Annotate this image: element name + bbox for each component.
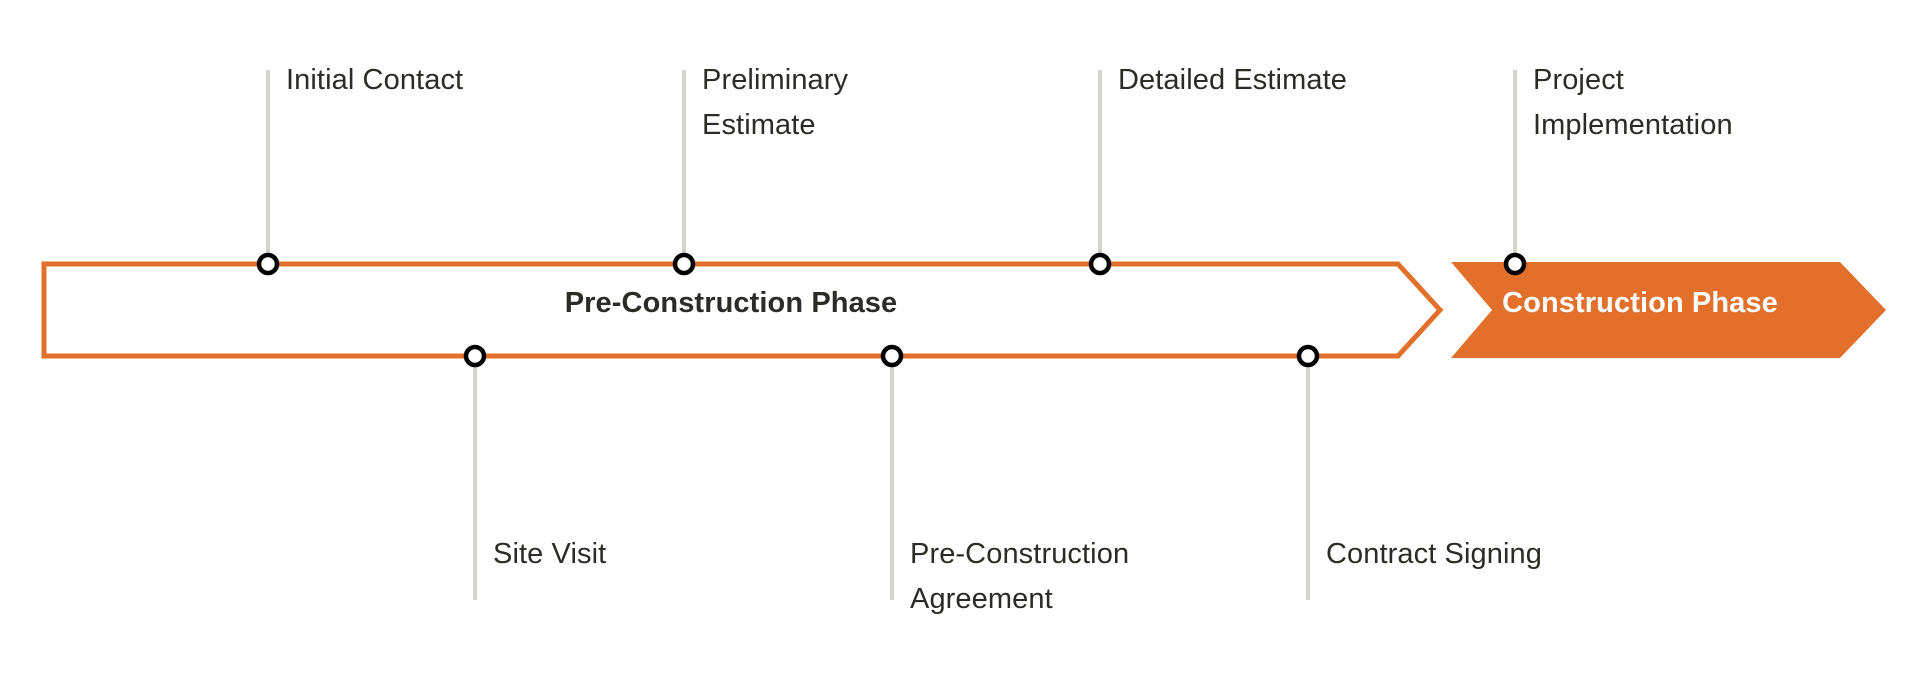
milestone-marker-project-implementation[interactable] <box>1503 252 1527 276</box>
milestone-marker-preliminary-estimate[interactable] <box>672 252 696 276</box>
milestone-label-contract-signing: Contract Signing <box>1326 538 1542 570</box>
milestone-marker-contract-signing[interactable] <box>1296 344 1320 368</box>
pre-construction-phase-bar[interactable] <box>41 261 1444 359</box>
phase-label-pre-construction: Pre-Construction Phase <box>564 287 898 319</box>
milestone-label-detailed-estimate: Detailed Estimate <box>1118 64 1347 96</box>
milestone-label-initial-contact: Initial Contact <box>286 64 464 96</box>
milestone-marker-initial-contact[interactable] <box>256 252 280 276</box>
milestone-marker-pre-construction-agreement[interactable] <box>880 344 904 368</box>
milestone-label-pre-construction-agreement: Pre-Construction Agreement <box>910 538 1130 615</box>
construction-phase-chevron[interactable] <box>1451 262 1886 358</box>
milestone-marker-detailed-estimate[interactable] <box>1088 252 1112 276</box>
milestone-label-preliminary-estimate: Preliminary Estimate <box>702 64 849 141</box>
milestone-marker-site-visit[interactable] <box>463 344 487 368</box>
milestone-label-site-visit: Site Visit <box>493 538 607 570</box>
milestone-label-project-implementation: Project Implementation <box>1533 64 1733 141</box>
phase-label-construction: Construction Phase <box>1502 287 1778 319</box>
milestone-markers <box>256 252 1527 368</box>
connector-lines <box>266 70 1517 600</box>
